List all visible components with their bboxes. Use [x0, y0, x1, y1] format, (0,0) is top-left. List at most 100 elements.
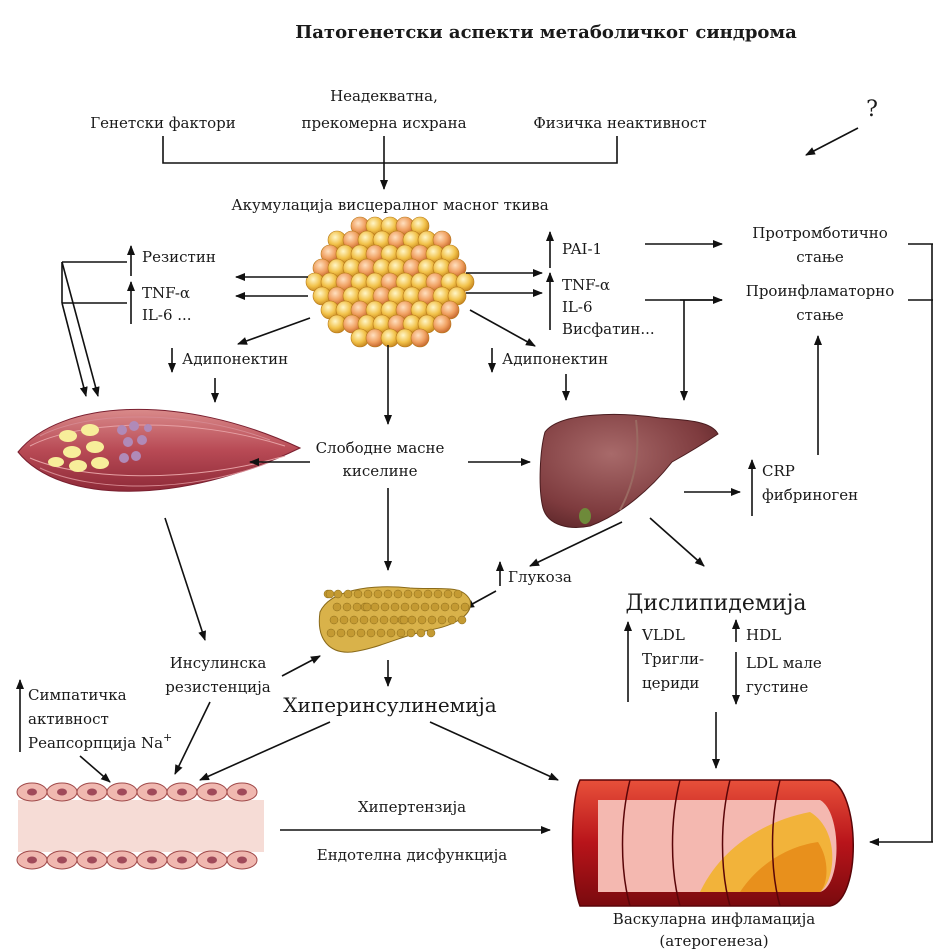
pancreas-lobule — [381, 603, 389, 611]
pancreas-lobule — [394, 590, 402, 598]
pancreas-image — [319, 587, 470, 652]
pancreas-lobule — [354, 590, 362, 598]
pancreas-lobule — [408, 616, 416, 624]
right-adiponectin-label: Адипонектин — [502, 350, 608, 368]
pancreas-lobule — [371, 603, 379, 611]
crp-label: CRP — [762, 462, 795, 480]
liver-image — [540, 415, 718, 528]
pai-label: PAI-1 — [562, 240, 602, 258]
question-arrow — [806, 128, 858, 155]
pancreas-lobule — [333, 603, 341, 611]
pancreas-lobule — [418, 616, 426, 624]
pancreas-lobule — [421, 603, 429, 611]
hyperinsulinemia-to-endothelium-arrow — [200, 722, 330, 780]
fat-cell — [411, 329, 429, 347]
diet-label-line2: прекомерна исхрана — [301, 114, 466, 132]
fat-to-adiponectin-left-arrow — [238, 318, 310, 344]
pancreas-lobule — [326, 590, 334, 598]
glucose-label: Глукоза — [508, 568, 572, 586]
muscle-to-insulin-resistance-arrow — [165, 518, 205, 640]
pancreas-lobule — [428, 616, 436, 624]
pancreas-lobule — [400, 616, 408, 624]
insulin-resistance-line1: Инсулинска — [170, 654, 267, 672]
pancreas-lobule — [340, 616, 348, 624]
pancreas-lobule — [380, 616, 388, 624]
pancreas-lobule — [441, 603, 449, 611]
insulin-resistance-to-pancreas-arrow — [282, 656, 320, 676]
pancreas-lobule — [347, 629, 355, 637]
pancreas-lobule — [337, 629, 345, 637]
cell-nucleus — [87, 857, 97, 864]
insulin-resistance-line2: резистенција — [165, 678, 271, 696]
left-tnf-label: TNF-α — [142, 284, 190, 302]
liver-to-glucose-arrow — [530, 522, 622, 566]
question-mark: ? — [866, 97, 878, 122]
pancreas-lobule — [451, 603, 459, 611]
pancreas-lobule — [427, 629, 435, 637]
pancreas-lobule — [434, 590, 442, 598]
cell-nucleus — [147, 789, 157, 796]
dyslipidemia-title: Дислипидемија — [625, 591, 806, 616]
adipose-tissue-image — [306, 217, 474, 347]
liver-to-dyslipidemia-arrow — [650, 518, 704, 566]
inactivity-label: Физичка неактивност — [533, 114, 706, 132]
cell-nucleus — [207, 857, 217, 864]
cytokines-to-muscle-arrow-2 — [62, 303, 86, 396]
pancreas-lobule — [374, 590, 382, 598]
cell-nucleus — [87, 789, 97, 796]
pancreas-lobule — [424, 590, 432, 598]
pancreas-lobule — [387, 629, 395, 637]
sympathetic-line1: Симпатичка — [28, 686, 127, 704]
ffa-label-line1: Слободне масне — [316, 439, 445, 457]
pancreas-lobule — [334, 590, 342, 598]
endothelial-dysfunction-label: Ендотелна дисфункција — [317, 846, 507, 864]
pancreas-lobule — [350, 616, 358, 624]
prothrombotic-line1: Протромботично — [752, 224, 888, 242]
pancreas-lobule — [404, 590, 412, 598]
hdl-label: HDL — [746, 626, 781, 644]
pancreas-lobule — [397, 629, 405, 637]
right-il6-label: IL-6 — [562, 298, 593, 316]
pancreas-lobule — [360, 616, 368, 624]
hyperinsulinemia-to-vessel-arrow — [430, 722, 558, 780]
genetic-factors-label: Генетски фактори — [90, 114, 236, 132]
pancreas-lobule — [353, 603, 361, 611]
pancreas-lobule — [414, 590, 422, 598]
pancreas-lobule — [458, 616, 466, 624]
cell-nucleus — [237, 789, 247, 796]
sympathetic-line3: Реапсорпција Na+ — [28, 731, 172, 752]
cell-nucleus — [147, 857, 157, 864]
fat-cell — [433, 315, 451, 333]
fibrinogen-label: фибриноген — [762, 486, 858, 504]
vldl-label: VLDL — [641, 626, 685, 644]
pancreas-lobule — [448, 616, 456, 624]
sympathetic-to-endothelium-arrow — [80, 756, 110, 782]
pancreas-lobule — [384, 590, 392, 598]
pancreas-lobule — [454, 590, 462, 598]
tg-label-line2: цериди — [642, 674, 699, 692]
visceral-fat-label: Акумулација висцералног масног ткива — [231, 196, 548, 214]
pancreas-lobule — [330, 616, 338, 624]
pancreas-lobule — [417, 629, 425, 637]
insulin-resistance-to-endothelium-arrow — [175, 702, 210, 774]
proinflammatory-line1: Проинфламаторно — [746, 282, 895, 300]
resistin-label: Резистин — [142, 248, 216, 266]
pancreas-lobule — [407, 629, 415, 637]
cell-nucleus — [57, 789, 67, 796]
vascular-inflammation-line1: Васкуларна инфламација — [613, 910, 815, 928]
cell-nucleus — [117, 789, 127, 796]
cell-nucleus — [207, 789, 217, 796]
cell-nucleus — [117, 857, 127, 864]
visfatin-label: Висфатин... — [562, 320, 655, 338]
prothrombotic-line2: стање — [796, 248, 844, 266]
pancreas-lobule — [327, 629, 335, 637]
left-il6-label: IL-6 ... — [142, 306, 192, 324]
cell-nucleus — [177, 857, 187, 864]
pancreas-lobule — [391, 603, 399, 611]
proinflammatory-line2: стање — [796, 306, 844, 324]
pancreas-lobule — [461, 603, 469, 611]
ldl-label-line2: густине — [746, 678, 808, 696]
ldl-label-line1: LDL мале — [746, 654, 822, 672]
pancreas-lobule — [390, 616, 398, 624]
pancreas-lobule — [401, 603, 409, 611]
